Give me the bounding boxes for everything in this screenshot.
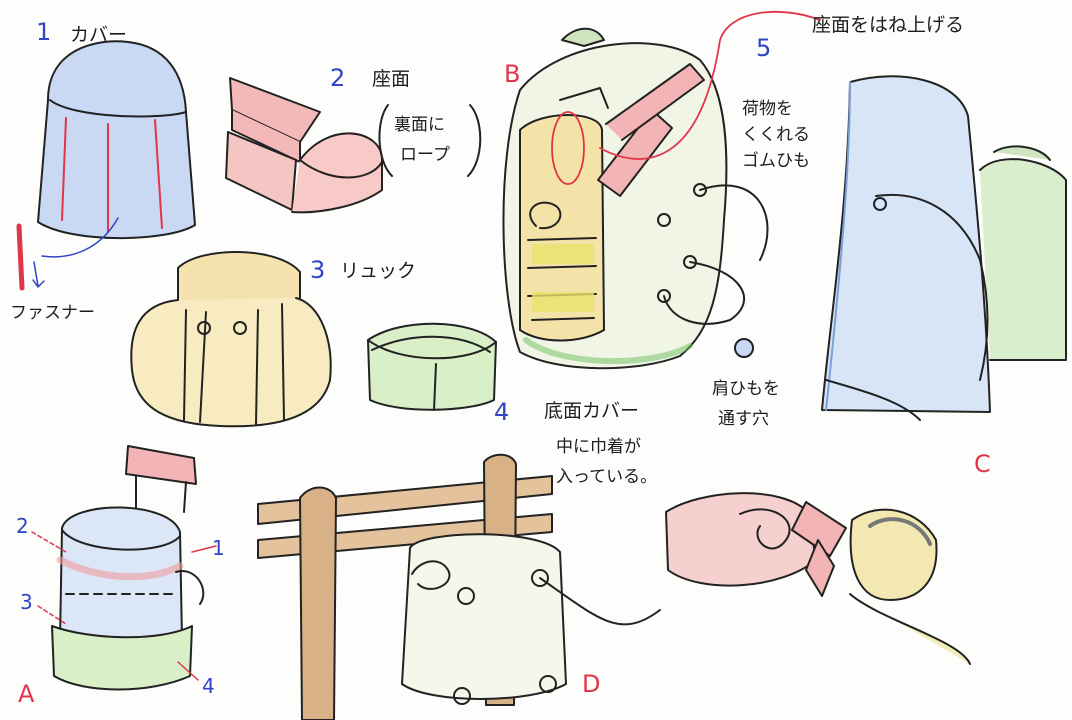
backpack-drawing <box>130 251 332 428</box>
backpack-b-drawing <box>502 10 821 370</box>
letter-d-label: D <box>582 670 601 698</box>
cord-note-line3: ゴムひも <box>742 151 810 171</box>
letter-b-label: B <box>504 60 521 88</box>
bottom-cover-drawing <box>367 322 497 411</box>
letter-a-label: A <box>18 680 35 708</box>
flip-seat-label: 座面をはね上げる <box>812 14 965 36</box>
strap-note-line2: 通す穴 <box>718 409 769 429</box>
bottom-cover-label: 底面カバー <box>544 400 640 422</box>
stool-a-drawing <box>31 445 217 691</box>
fastener-label: ファスナー <box>10 303 95 323</box>
number-5-label: 5 <box>756 34 772 62</box>
strap-note-line1: 肩ひもを <box>712 379 780 399</box>
seat-drawing <box>225 77 482 214</box>
seat-label: 座面 <box>372 68 411 90</box>
fence-d-drawing <box>257 453 971 720</box>
number-3-label: 3 <box>310 256 326 284</box>
number-2-label: 2 <box>330 64 346 92</box>
backpack-label: リュック <box>340 260 417 282</box>
drawstring-note-line2: 入っている。 <box>556 467 658 487</box>
cord-note-line2: くくれる <box>742 125 810 145</box>
cover-drawing <box>16 40 196 291</box>
a-number-1-label: 1 <box>212 536 225 560</box>
person-c-drawing <box>821 75 1067 421</box>
cord-note-line1: 荷物を <box>742 99 793 119</box>
cover-label: カバー <box>70 24 128 46</box>
a-number-4-label: 4 <box>202 674 215 698</box>
number-1-label: 1 <box>36 18 52 46</box>
drawstring-note-line1: 中に巾着が <box>556 437 641 457</box>
rope-note-line2: ロープ <box>400 145 450 165</box>
a-number-2-label: 2 <box>16 514 29 538</box>
rope-note-line1: 裏面に <box>394 115 445 135</box>
a-number-3-label: 3 <box>20 590 33 614</box>
letter-c-label: C <box>974 450 991 478</box>
number-4-label: 4 <box>494 398 510 426</box>
